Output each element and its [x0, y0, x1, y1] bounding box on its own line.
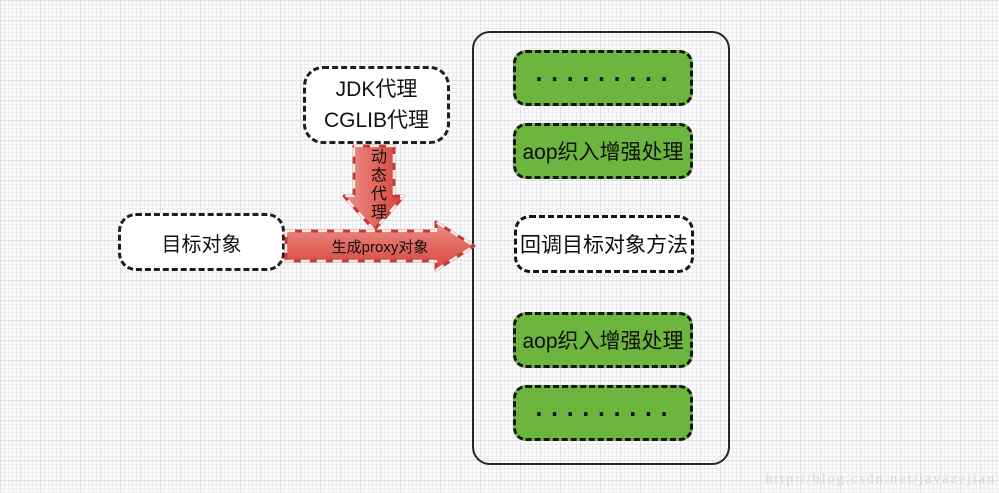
dots-label: .........	[532, 397, 674, 421]
dots-label: .........	[532, 62, 674, 86]
generate-proxy-arrow-icon	[284, 220, 476, 272]
aop-weave-before-box: aop织入增强处理	[513, 123, 693, 179]
aop-weave-after-label: aop织入增强处理	[522, 330, 684, 353]
watermark-text: http://blog.csdn.net/javazejian	[765, 472, 996, 487]
aop-step-dots-bottom: .........	[513, 385, 693, 441]
target-object-label: 目标对象	[161, 233, 242, 256]
horizontal-arrow-label: 生成proxy对象	[331, 238, 429, 256]
aop-weave-before-label: aop织入增强处理	[522, 141, 684, 164]
callback-target-method-box: 回调目标对象方法	[514, 215, 694, 273]
callback-target-method-label: 回调目标对象方法	[520, 234, 688, 257]
proxy-types-box: JDK代理 CGLIB代理	[303, 66, 450, 144]
dynamic-proxy-arrow-icon	[342, 144, 406, 232]
aop-weave-after-box: aop织入增强处理	[513, 312, 693, 368]
proxy-types-line2: CGLIB代理	[323, 109, 430, 132]
target-object-box: 目标对象	[118, 213, 285, 271]
proxy-types-line1: JDK代理	[335, 78, 418, 101]
aop-step-dots-top: .........	[513, 50, 693, 106]
vertical-arrow-label: 动态代理	[368, 148, 385, 222]
